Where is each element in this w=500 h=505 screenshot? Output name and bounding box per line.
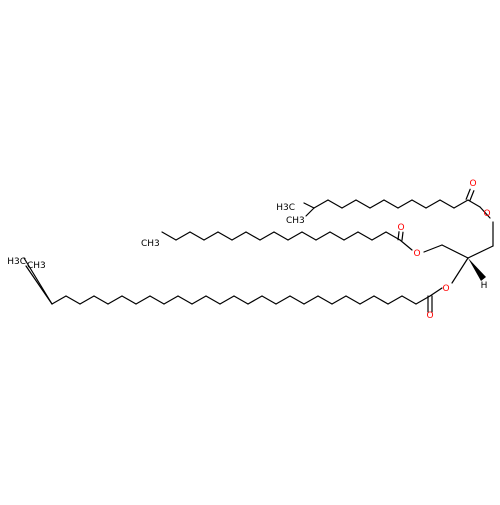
chain-bond xyxy=(261,295,277,305)
chain-bond xyxy=(93,295,109,305)
chain-bond xyxy=(51,295,67,305)
chain-bond xyxy=(245,231,261,241)
chain-bond xyxy=(315,231,331,241)
chain-bond xyxy=(301,231,317,241)
double-bond xyxy=(465,188,471,200)
double-bond xyxy=(469,190,475,202)
chain-bond xyxy=(359,295,375,305)
ester-bond xyxy=(479,206,491,219)
chain-bond xyxy=(149,295,165,305)
atom-label-ch3: H3C xyxy=(276,203,295,213)
chain-bond xyxy=(331,295,347,305)
chain-bond xyxy=(345,295,361,305)
branch-bond xyxy=(305,207,315,217)
chain-bond xyxy=(189,231,205,241)
chain-bond xyxy=(231,231,247,241)
atom-label-o: O xyxy=(483,209,490,219)
chain-bond xyxy=(79,295,95,305)
chain-bond xyxy=(343,231,359,241)
stereo-wedge xyxy=(468,258,486,281)
chain-bond xyxy=(287,231,303,241)
chain-bond xyxy=(369,199,385,209)
chain-bond xyxy=(385,231,401,241)
ester-bond xyxy=(451,257,469,284)
chain-bond xyxy=(163,295,179,305)
atom-label-o: O xyxy=(397,223,404,233)
chain-bond xyxy=(177,295,193,305)
atom-label-h: H xyxy=(481,281,488,291)
chain-bond xyxy=(317,295,333,305)
chain-bond xyxy=(425,199,441,209)
chain-bond xyxy=(233,295,249,305)
double-bond xyxy=(401,231,404,241)
chain-bond xyxy=(107,295,123,305)
backbone-bond xyxy=(467,245,494,259)
chain-bond xyxy=(273,231,289,241)
atom-label-o: O xyxy=(413,249,420,259)
chain-bond xyxy=(175,231,191,241)
atom-label-o: O xyxy=(442,284,449,294)
chain-bond xyxy=(327,199,343,209)
chain-bond xyxy=(121,295,137,305)
chain-bond xyxy=(191,295,207,305)
atom-label-ch3: CH3 xyxy=(27,261,46,271)
chain-bond xyxy=(401,295,417,305)
chain-bond xyxy=(387,295,403,305)
chain-bond xyxy=(275,295,291,305)
chain-bond xyxy=(135,295,151,305)
chain-bond xyxy=(329,231,345,241)
atom-label-ch3: CH3 xyxy=(141,239,160,249)
chain-bond xyxy=(65,295,81,305)
ester-bond xyxy=(399,239,413,251)
chain-bond xyxy=(355,199,371,209)
branch-bond xyxy=(303,202,315,209)
chain-bond xyxy=(453,199,469,209)
atom-label-ch3: CH3 xyxy=(286,216,305,226)
branch-bond xyxy=(25,265,53,305)
chain-bond xyxy=(357,231,373,241)
atom-label-o: O xyxy=(469,179,476,189)
chain-bond xyxy=(439,199,455,209)
chain-bond xyxy=(161,231,177,241)
chain-bond xyxy=(203,231,219,241)
ester-bond xyxy=(429,287,443,297)
atom-labels: O O O O O O H H3C CH3 CH3 H3C CH3 xyxy=(7,179,490,321)
chain-bond xyxy=(341,199,357,209)
chain-bond xyxy=(303,295,319,305)
bond-lines xyxy=(23,188,494,313)
atom-label-o: O xyxy=(426,311,433,321)
chain-bond xyxy=(313,199,329,209)
atom-label-ch3: H3C xyxy=(7,257,26,267)
ester-bond xyxy=(423,244,443,253)
chain-bond xyxy=(411,199,427,209)
chain-bond xyxy=(219,295,235,305)
chain-bond xyxy=(373,295,389,305)
chain-bond xyxy=(397,199,413,209)
backbone-bond xyxy=(441,244,469,259)
chain-bond xyxy=(415,295,431,305)
chain-bond xyxy=(217,231,233,241)
chain-bond xyxy=(289,295,305,305)
chain-bond xyxy=(259,231,275,241)
chain-bond xyxy=(383,199,399,209)
chain-bond xyxy=(205,295,221,305)
chain-bond xyxy=(371,231,387,241)
chain-bond xyxy=(247,295,263,305)
